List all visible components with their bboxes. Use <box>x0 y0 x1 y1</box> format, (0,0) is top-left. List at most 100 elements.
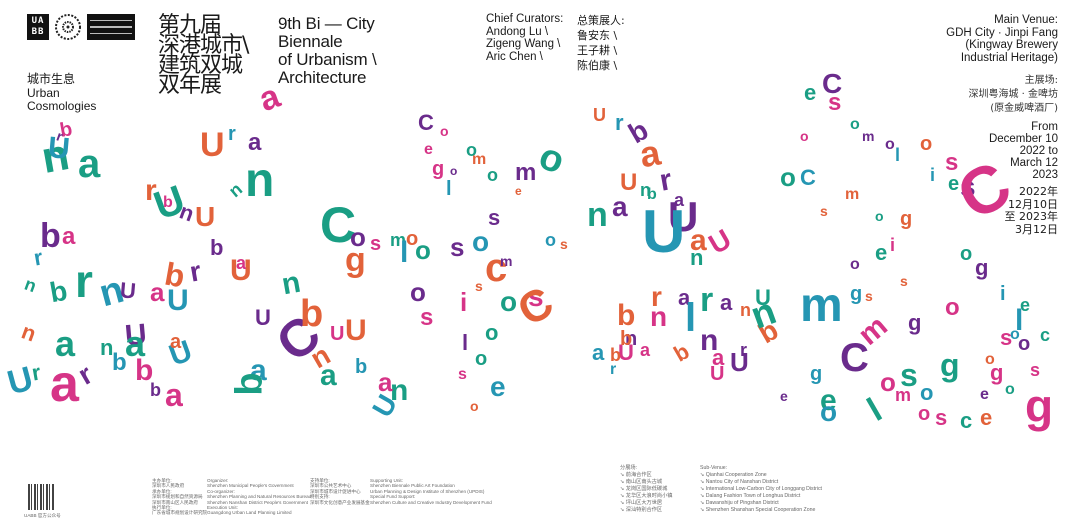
title-cn-line: 建筑双城 <box>158 53 243 78</box>
artwork-letter: s <box>865 287 873 304</box>
artwork-letter: a <box>55 323 76 365</box>
venue-line: (Kingway Brewery <box>965 39 1058 51</box>
artwork-letter: r <box>657 163 675 198</box>
artwork-letter: U <box>148 177 191 229</box>
date-line: From <box>1031 121 1058 133</box>
artwork-letter: C <box>800 165 816 191</box>
artwork-letter: b <box>58 118 75 142</box>
artwork-letter: U <box>618 340 634 366</box>
artwork-letter: o <box>875 207 884 224</box>
artwork-letter: l <box>895 144 901 165</box>
artwork-letter: n <box>176 198 198 227</box>
artwork-letter: U <box>668 193 699 241</box>
footer-line: 深圳市人民政府 <box>152 483 185 489</box>
artwork-letter: s <box>488 205 501 231</box>
theme-title: 城市生息 Urban Cosmologies <box>27 73 96 113</box>
artwork-letter: e <box>980 405 993 431</box>
venue-line-cn: (原金威啤酒厂) <box>990 103 1058 114</box>
artwork-letter: m <box>800 278 843 332</box>
artwork-letter: U <box>620 168 638 196</box>
sub-venue-item: ↘ Shenzhen Shanshan Special Cooperation … <box>700 507 816 513</box>
artwork-letter: n <box>224 178 247 201</box>
artwork-letter: n <box>745 289 782 338</box>
footer-line: 广东省城市规划设计研究院 <box>152 510 208 516</box>
artwork-letter: U <box>195 200 216 232</box>
sub-venue-item: ↘ Dalang Fashion Town of Longhua Distric… <box>700 493 801 499</box>
sub-venue-item: ↘ 坪山区大万世居 <box>620 500 663 506</box>
date-line: December 10 <box>988 133 1058 145</box>
artwork-letter: o <box>920 133 933 155</box>
artwork-letter: m <box>472 151 487 169</box>
artwork-letter: e <box>948 173 960 195</box>
artwork-letter: a <box>165 377 183 414</box>
artwork-letter: a <box>612 190 628 222</box>
artwork-letter: o <box>475 348 488 370</box>
seal-logo-icon <box>55 14 81 40</box>
artwork-letter: o <box>406 228 419 250</box>
date-line-cn: 至 2023年 <box>1004 210 1059 223</box>
artwork-letter: g <box>432 158 445 180</box>
artwork-letter: a <box>640 339 651 360</box>
footer-line: 深圳市规划和自然资源局 <box>152 494 203 500</box>
sub-venue-item: ↘ 深汕特别合作区 <box>620 507 663 513</box>
artwork-letter: U <box>255 305 271 331</box>
artwork-letter: c <box>960 408 973 434</box>
dates-cn: 2022年 12月10日 至 2023年 3月12日 <box>1004 185 1059 236</box>
title-cn-line: 深港城市\ <box>158 33 249 58</box>
artwork-letter: i <box>930 164 936 185</box>
artwork-letter: r <box>187 254 204 288</box>
date-line: March 12 <box>1010 157 1058 169</box>
venue-line: GDH City · Jinpi Fang <box>946 26 1058 39</box>
artwork-letter: s <box>458 366 467 384</box>
footer-line: 深圳市南山区人民政府 <box>152 499 198 505</box>
artwork-letter: e <box>804 80 817 106</box>
artwork-letter: U <box>167 284 189 317</box>
artwork-letter: o <box>410 277 426 308</box>
artwork-letter: s <box>370 233 382 255</box>
artwork-letter: l <box>400 236 409 269</box>
artwork-letter: s <box>475 277 483 294</box>
artwork-letter: o <box>820 395 838 427</box>
artwork-letter: s <box>450 232 465 263</box>
artwork-letter: a <box>236 252 247 273</box>
artwork-letter: r <box>651 280 662 312</box>
artwork-letter: n <box>279 265 303 302</box>
artwork-letter: n <box>245 153 275 207</box>
artwork-letter: o <box>1018 333 1031 355</box>
title-en-line: Biennale <box>278 32 343 51</box>
artwork-letter: a <box>150 277 165 308</box>
sub-venue-item: ↘ International Low-Carbon City of Longg… <box>700 486 822 492</box>
artwork-letter: U <box>118 277 137 305</box>
artwork-letter: U <box>366 388 404 422</box>
sub-venues-label-cn: 分展场: <box>620 465 638 471</box>
artwork-letter: o <box>466 139 477 160</box>
artwork-letter: U <box>3 359 38 403</box>
footer-support-cn: 支持单位:深圳市公共艺术中心深圳市城市设计促进中心特别支持:深圳市文化创意产业发… <box>310 478 370 505</box>
artwork-letter: s <box>900 272 908 289</box>
artwork-letter: b <box>228 371 271 396</box>
artwork-letter: a <box>250 354 267 387</box>
artwork-letter: n <box>690 245 704 271</box>
artwork-letter: o <box>918 403 931 425</box>
curators-label-cn: 总策展人: <box>577 14 625 27</box>
artwork-letter: e <box>820 384 837 417</box>
qr-code[interactable] <box>28 484 54 510</box>
venue-label-cn: 主展场: <box>1024 75 1058 86</box>
artwork-letter: a <box>125 323 146 365</box>
artwork-letter: o <box>487 164 498 185</box>
artwork-letter: s <box>935 405 948 431</box>
artwork-letter: a <box>78 142 101 186</box>
artwork-letter: e <box>875 240 888 266</box>
footer-line: 主办单位: <box>152 478 172 483</box>
artwork-letter: o <box>470 397 479 414</box>
footer-line: 特别支持: <box>310 494 330 500</box>
artwork-letter: m <box>852 309 894 352</box>
artwork-letter: o <box>945 293 960 321</box>
artwork-letter: n <box>21 273 40 296</box>
artwork-letter: b <box>620 328 633 350</box>
artwork-letter: g <box>940 347 960 384</box>
artwork-letter: g <box>908 310 922 336</box>
artwork-letter: b <box>150 379 161 400</box>
artwork-letter: o <box>1005 381 1015 399</box>
footer-line: 支持单位: <box>310 478 330 483</box>
